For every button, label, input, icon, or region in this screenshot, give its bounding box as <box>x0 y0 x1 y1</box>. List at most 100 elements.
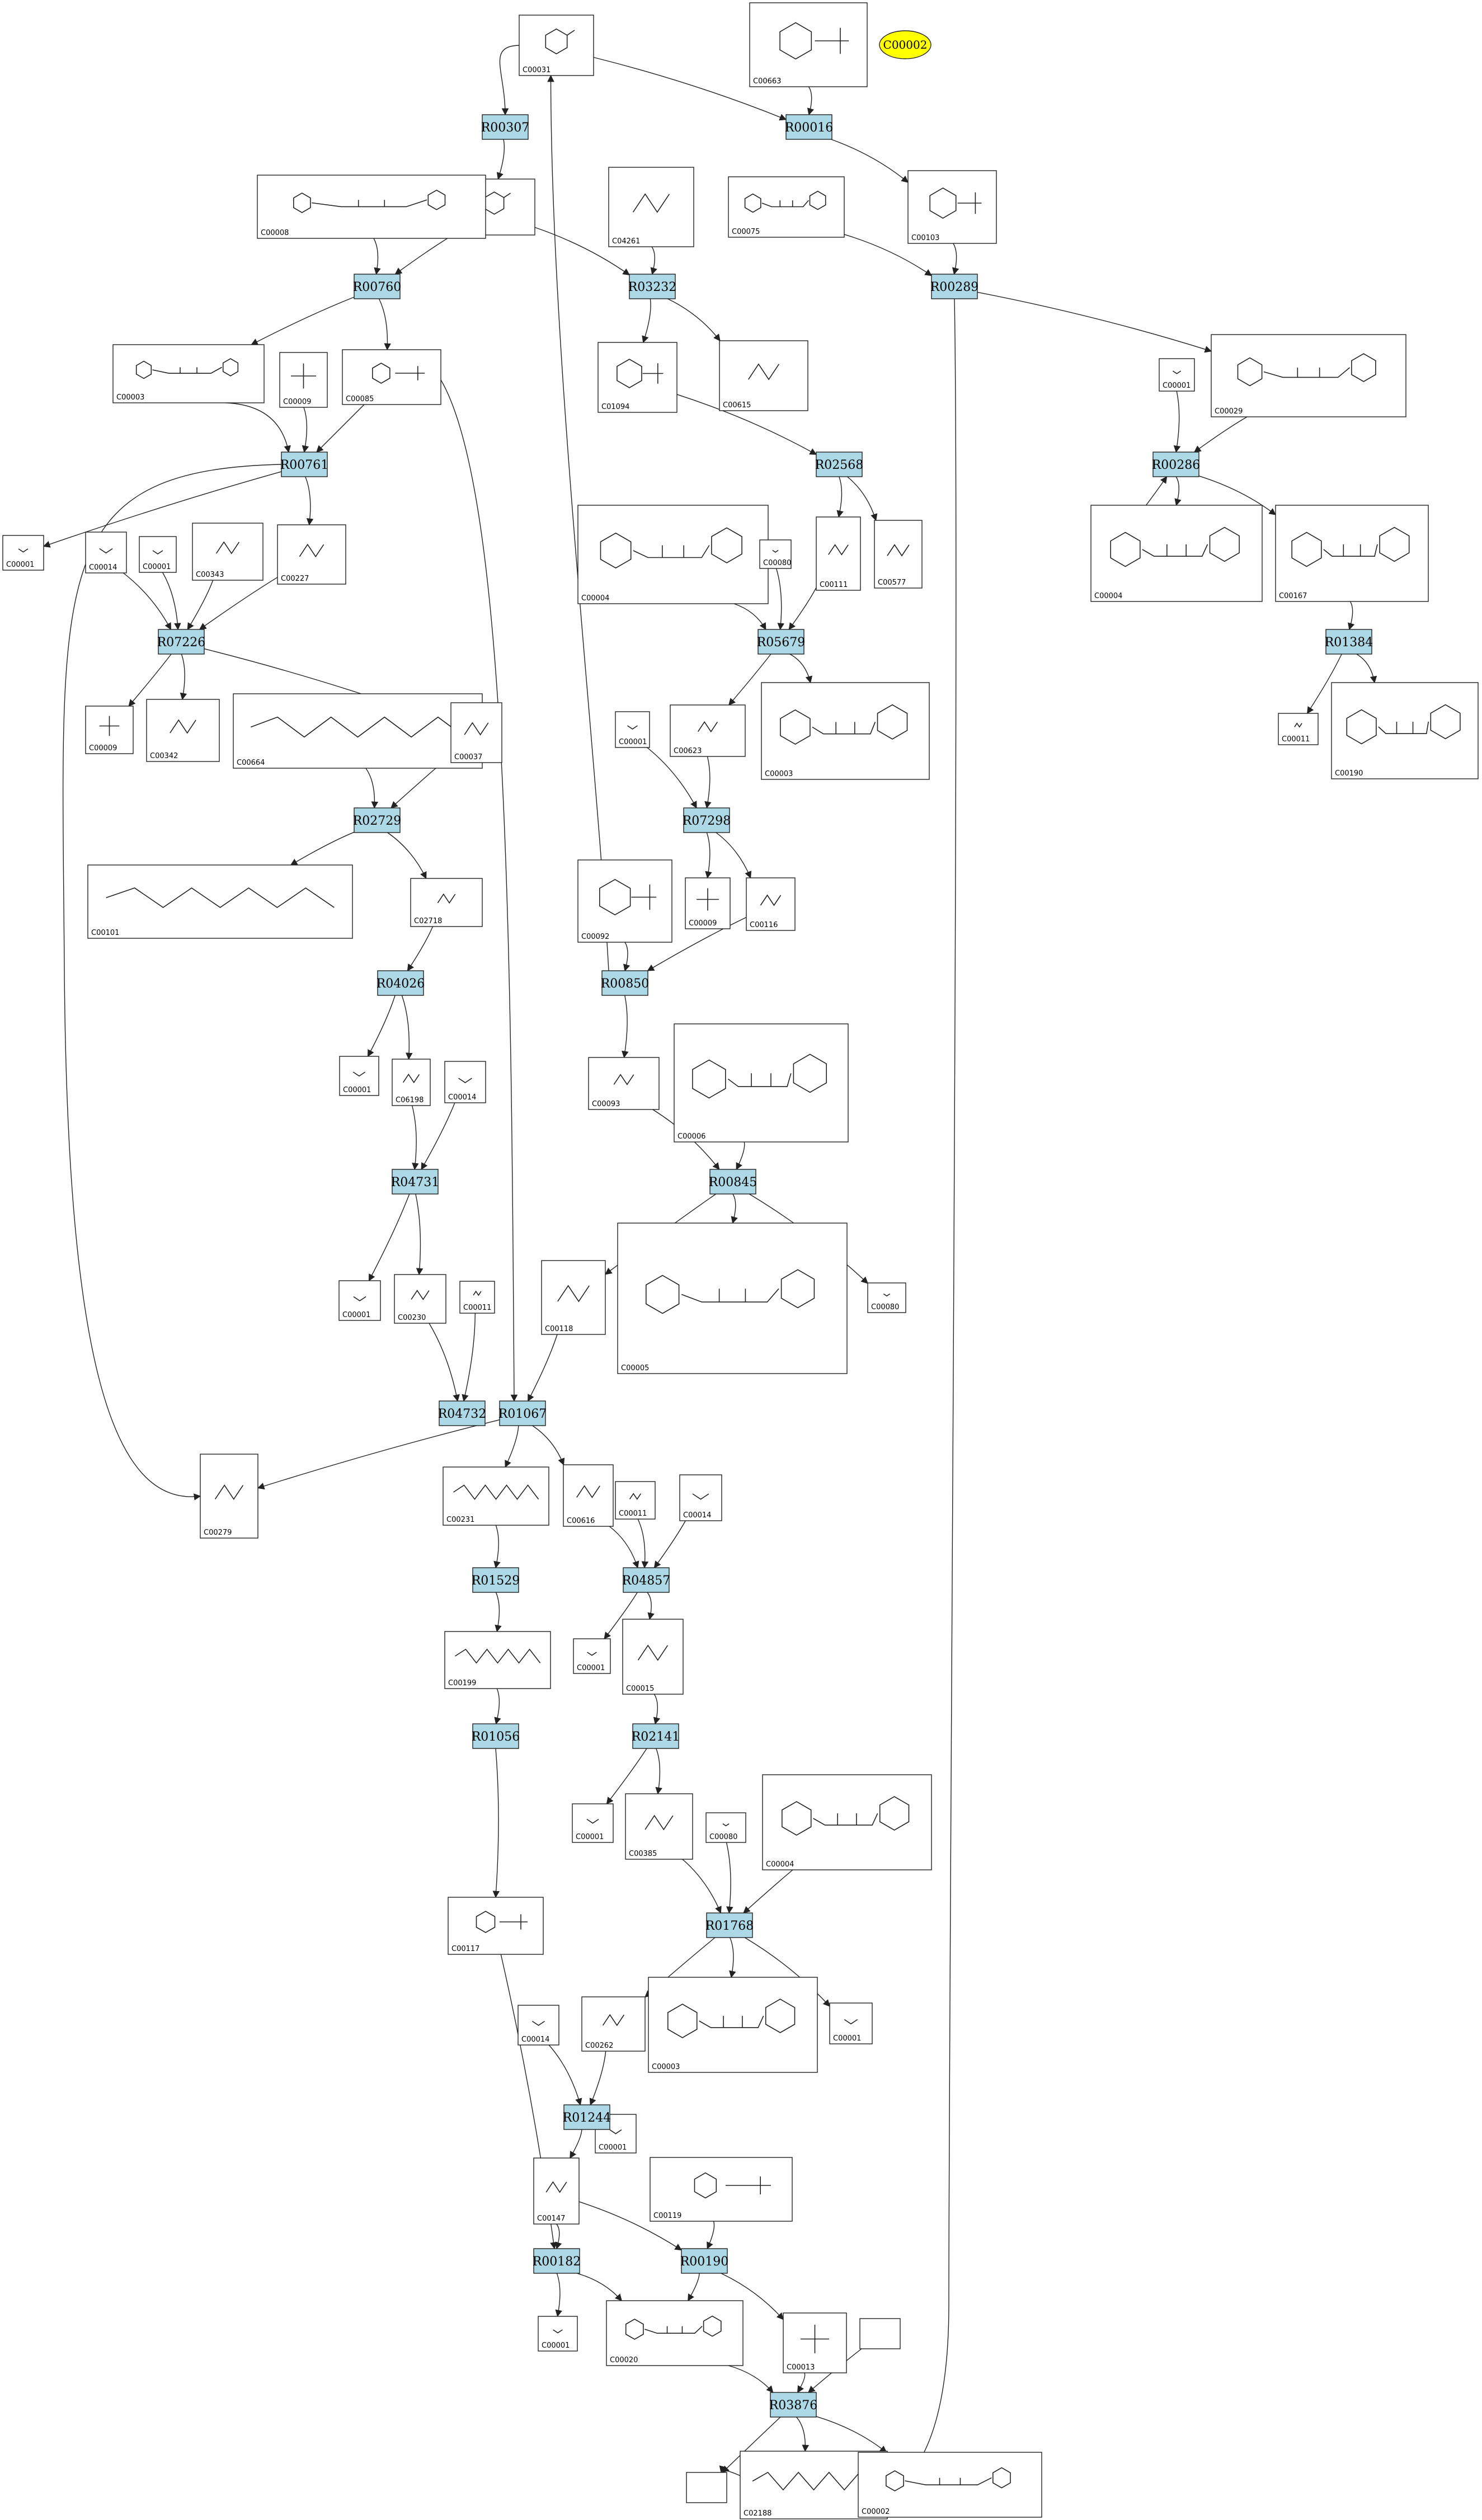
compound-node[interactable]: C00230 <box>394 1274 446 1324</box>
compound-node[interactable]: C00005 <box>617 1223 848 1374</box>
compound-node[interactable]: C00014 <box>444 1061 486 1103</box>
reaction-node[interactable]: R00307 <box>481 114 530 140</box>
compound-box[interactable] <box>538 2316 578 2352</box>
compound-box[interactable] <box>392 1059 431 1106</box>
reaction-box[interactable] <box>472 1723 519 1749</box>
compound-box[interactable] <box>874 520 923 589</box>
compound-node[interactable]: C00118 <box>541 1260 606 1335</box>
compound-node[interactable]: C00011 <box>615 1481 656 1520</box>
compound-node[interactable]: C00342 <box>146 699 220 762</box>
compound-box[interactable] <box>749 2 868 87</box>
compound-box[interactable] <box>907 170 997 244</box>
compound-box[interactable] <box>759 539 792 569</box>
compound-node[interactable]: C00623 <box>670 704 746 757</box>
compound-node[interactable]: C00001 <box>2 535 44 571</box>
compound-node[interactable]: C00004 <box>577 505 769 604</box>
compound-node[interactable]: C00190 <box>1331 682 1479 779</box>
compound-node[interactable]: C00003 <box>761 682 930 780</box>
compound-node[interactable]: C00009 <box>685 877 731 929</box>
compound-box[interactable] <box>146 699 220 762</box>
compound-node[interactable]: C00664 <box>233 693 483 769</box>
compound-node[interactable]: C00279 <box>200 1454 258 1539</box>
reaction-node[interactable]: R01768 <box>705 1912 754 1938</box>
reaction-box[interactable] <box>563 2104 610 2130</box>
compound-box[interactable] <box>705 1812 746 1843</box>
selected-compound-ellipse[interactable] <box>879 30 931 59</box>
compound-node[interactable]: C00080 <box>705 1812 746 1843</box>
reaction-box[interactable] <box>281 452 328 477</box>
compound-box[interactable] <box>338 1280 381 1321</box>
compound-node[interactable]: C00167 <box>1275 505 1429 602</box>
reaction-node[interactable]: R00182 <box>533 2248 581 2274</box>
reaction-box[interactable] <box>439 1400 486 1426</box>
compound-box[interactable] <box>444 1061 486 1103</box>
reaction-node[interactable]: R07226 <box>157 629 206 655</box>
compound-box[interactable] <box>541 1260 606 1335</box>
selected-compound-node[interactable]: C00002 <box>879 30 931 59</box>
reaction-box[interactable] <box>1152 452 1199 477</box>
compound-node[interactable]: C00116 <box>746 877 796 931</box>
compound-box[interactable] <box>342 349 441 405</box>
compound-node[interactable]: C00013 <box>783 2312 847 2373</box>
reaction-node[interactable]: R00845 <box>709 1169 758 1195</box>
compound-node[interactable]: C02718 <box>410 878 483 927</box>
compound-box[interactable] <box>617 1223 848 1374</box>
compound-box[interactable] <box>139 536 177 573</box>
compound-box[interactable] <box>87 864 353 939</box>
compound-node[interactable]: C00117 <box>448 1897 544 1955</box>
compound-box[interactable] <box>679 1474 722 1521</box>
reaction-box[interactable] <box>931 274 978 299</box>
compound-box[interactable] <box>563 1464 614 1527</box>
compound-box[interactable] <box>859 2318 901 2349</box>
reaction-node[interactable]: R07298 <box>683 807 731 833</box>
compound-node[interactable]: C00006 <box>674 1023 849 1143</box>
compound-node[interactable]: C00080 <box>867 1282 906 1313</box>
compound-node[interactable]: C00577 <box>874 520 923 589</box>
compound-node[interactable]: C00093 <box>588 1057 660 1110</box>
reaction-node[interactable]: R00850 <box>601 970 650 996</box>
compound-box[interactable] <box>200 1454 258 1539</box>
reaction-box[interactable] <box>770 2392 817 2418</box>
compound-node[interactable]: C00111 <box>816 516 861 591</box>
compound-box[interactable] <box>533 2157 580 2225</box>
compound-box[interactable] <box>746 877 796 931</box>
compound-node[interactable]: C00616 <box>563 1464 614 1527</box>
compound-node[interactable] <box>859 2318 901 2349</box>
compound-node[interactable]: C00011 <box>459 1281 495 1314</box>
compound-node[interactable]: C00231 <box>443 1466 549 1526</box>
compound-node[interactable]: C01094 <box>597 342 678 413</box>
reaction-box[interactable] <box>482 114 529 140</box>
compound-box[interactable] <box>444 1631 551 1689</box>
compound-box[interactable] <box>686 2472 727 2503</box>
compound-node[interactable]: C00085 <box>342 349 441 405</box>
compound-node[interactable]: C00343 <box>192 523 264 581</box>
compound-box[interactable] <box>1090 505 1263 602</box>
compound-box[interactable] <box>761 682 930 780</box>
reaction-node[interactable]: R05679 <box>757 629 806 655</box>
compound-node[interactable]: C00199 <box>444 1631 551 1689</box>
compound-box[interactable] <box>615 711 650 748</box>
reaction-box[interactable] <box>377 970 424 996</box>
reaction-box[interactable] <box>354 274 401 299</box>
compound-node[interactable]: C00009 <box>279 352 328 408</box>
compound-box[interactable] <box>1331 682 1479 779</box>
compound-box[interactable] <box>622 1619 684 1695</box>
compound-node[interactable]: C00014 <box>85 532 127 573</box>
compound-box[interactable] <box>394 1274 446 1324</box>
compound-node[interactable]: C00001 <box>538 2316 578 2352</box>
reaction-node[interactable]: R00761 <box>280 452 329 477</box>
compound-node[interactable]: C00075 <box>728 176 845 238</box>
reaction-box[interactable] <box>354 807 401 833</box>
compound-box[interactable] <box>573 1638 611 1674</box>
reaction-box[interactable] <box>681 2248 728 2274</box>
compound-box[interactable] <box>1278 713 1319 745</box>
compound-node[interactable]: C04261 <box>608 167 694 247</box>
reaction-node[interactable]: R04026 <box>377 970 425 996</box>
reaction-node[interactable]: R00190 <box>680 2248 729 2274</box>
compound-node[interactable]: C00008 <box>257 175 486 239</box>
reaction-box[interactable] <box>683 807 730 833</box>
reaction-node[interactable]: R02729 <box>353 807 402 833</box>
compound-box[interactable] <box>625 1793 693 1860</box>
compound-box[interactable] <box>650 2157 793 2222</box>
compound-box[interactable] <box>670 704 746 757</box>
